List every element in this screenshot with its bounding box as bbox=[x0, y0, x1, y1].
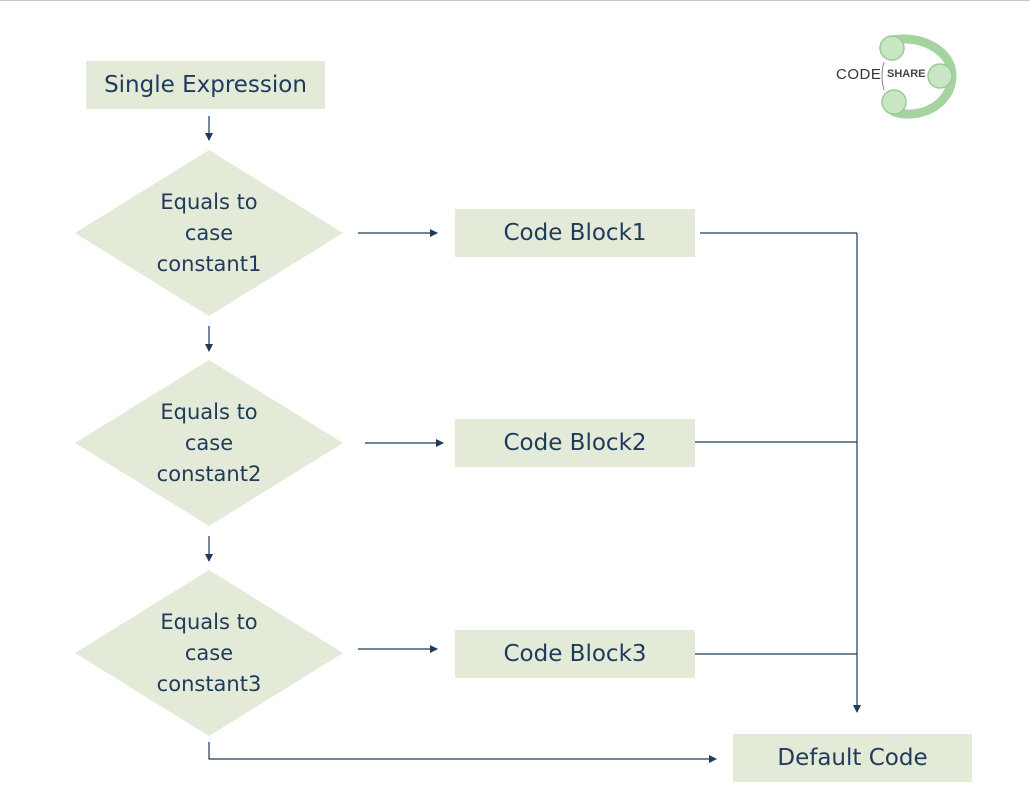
code-block-1-label: Code Block1 bbox=[503, 220, 647, 246]
start-label: Single Expression bbox=[104, 72, 307, 98]
decision-3-line-3: constant3 bbox=[156, 672, 262, 696]
logo-mark-icon bbox=[879, 34, 957, 119]
code-block-3: Code Block3 bbox=[455, 630, 695, 678]
decision-diamond-2 bbox=[75, 360, 343, 526]
logo-share-text: SHARE bbox=[887, 68, 926, 80]
arrow-decision3-to-default bbox=[208, 742, 717, 763]
decision-1-line-3: constant1 bbox=[156, 252, 262, 276]
codeshare-logo: CODE SHARE bbox=[830, 32, 960, 122]
decision-2-line-3: constant2 bbox=[156, 462, 262, 486]
code-block-1: Code Block1 bbox=[455, 209, 695, 257]
decision-1-line-2: case bbox=[184, 221, 234, 245]
decision-1-line-1: Equals to bbox=[160, 190, 258, 214]
start-box: Single Expression bbox=[86, 61, 325, 109]
decision-diamond-1 bbox=[75, 150, 343, 316]
logo-code-text: CODE bbox=[836, 66, 882, 83]
code-block-3-label: Code Block3 bbox=[503, 641, 647, 667]
decision-label-2: Equals to case constant2 bbox=[129, 397, 289, 490]
code-block-2: Code Block2 bbox=[455, 419, 695, 467]
top-rule bbox=[0, 0, 1030, 1]
default-box: Default Code bbox=[733, 734, 972, 782]
decision-3-line-1: Equals to bbox=[160, 610, 258, 634]
default-label: Default Code bbox=[777, 745, 928, 771]
decision-label-1: Equals to case constant1 bbox=[129, 187, 289, 280]
decision-diamond-3 bbox=[75, 570, 343, 736]
decision-label-3: Equals to case constant3 bbox=[129, 607, 289, 700]
decision-2-line-2: case bbox=[184, 431, 234, 455]
code-block-2-label: Code Block2 bbox=[503, 430, 647, 456]
decision-2-line-1: Equals to bbox=[160, 400, 258, 424]
decision-3-line-2: case bbox=[184, 641, 234, 665]
